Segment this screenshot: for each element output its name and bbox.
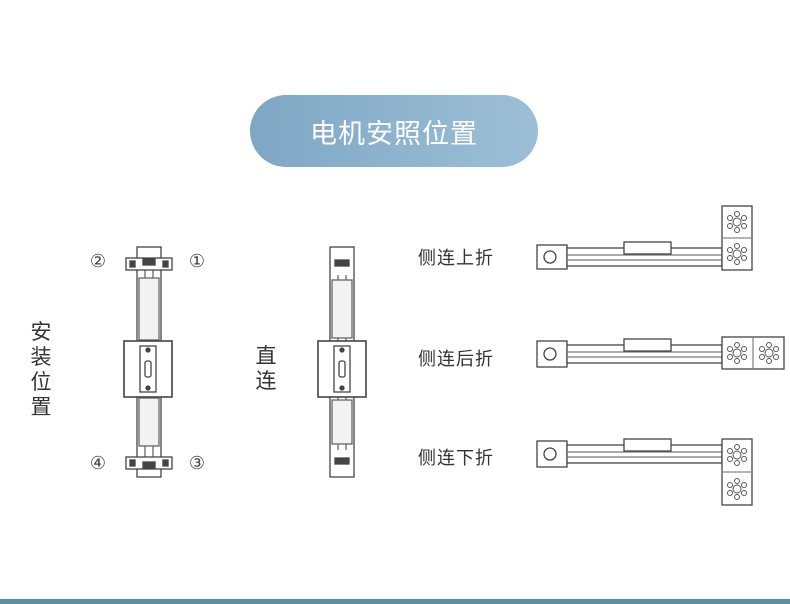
direct-connect-char: 连 [255, 369, 277, 393]
install-position-char: 置 [30, 395, 52, 419]
side-down-fold-label: 侧连下折 [418, 448, 494, 469]
side-up-fold-diagram [536, 205, 753, 271]
install-position-char: 安 [30, 320, 52, 344]
side-up-fold-label: 侧连上折 [418, 248, 494, 269]
direct-connect-label: 直 连 [254, 344, 278, 394]
install-position-char: 位 [30, 370, 52, 394]
install-position-char: 装 [30, 345, 52, 369]
bottom-accent-bar [0, 599, 790, 604]
page-title: 电机安照位置 [310, 118, 478, 150]
direct-connect-char: 直 [255, 344, 277, 368]
install-position-label: 安 装 位 置 [29, 320, 53, 420]
side-back-fold-label: 侧连后折 [418, 349, 494, 370]
position-marker-3: ③ [188, 453, 206, 474]
position-marker-1: ① [188, 251, 206, 272]
position-marker-4: ④ [89, 453, 107, 474]
install-rail-diagram [123, 246, 173, 478]
side-back-fold-diagram [536, 336, 785, 370]
direct-rail-diagram [317, 246, 367, 478]
side-down-fold-diagram [536, 438, 753, 506]
position-marker-2: ② [89, 251, 107, 272]
title-pill: 电机安照位置 [250, 95, 538, 167]
